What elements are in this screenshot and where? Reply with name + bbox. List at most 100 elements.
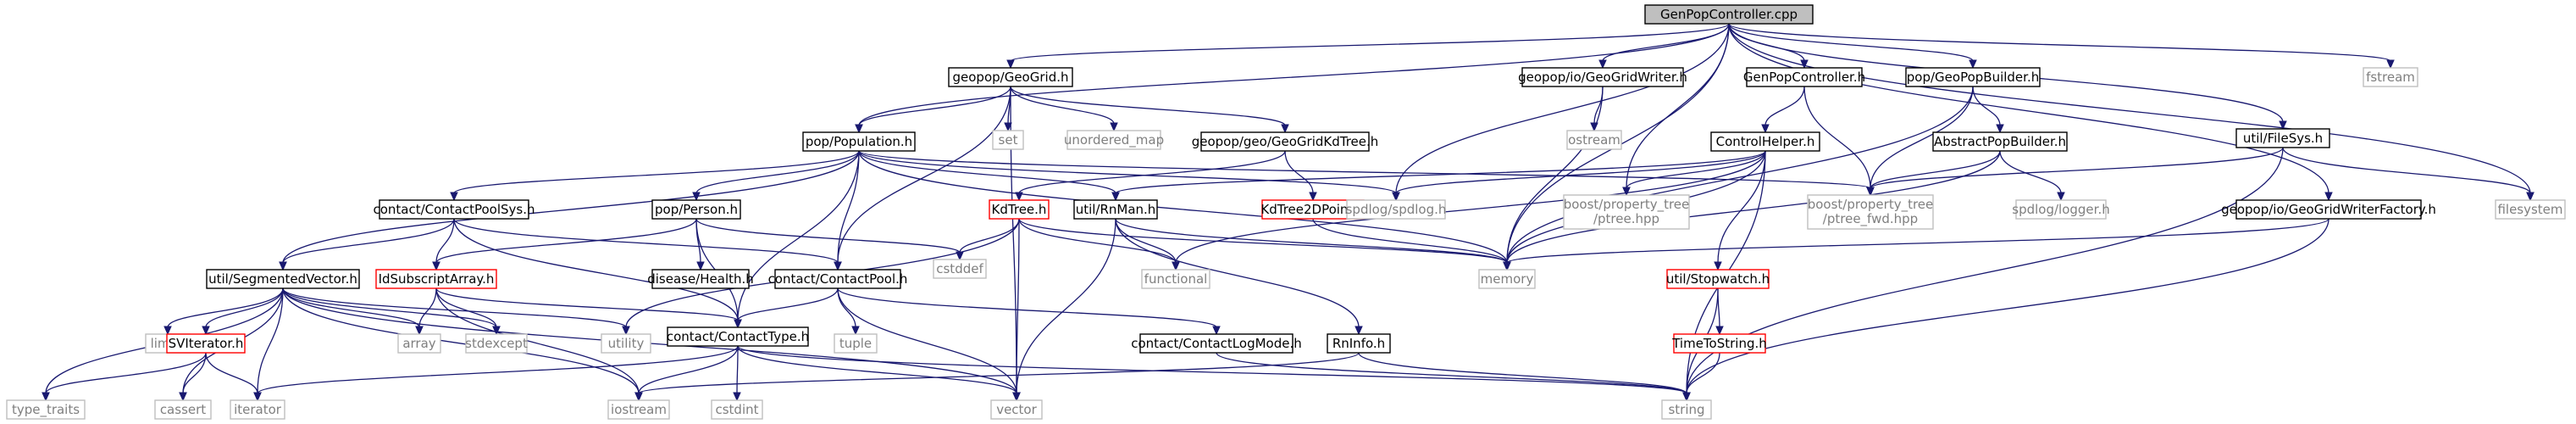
node-box [1478, 269, 1536, 289]
node-label: geopop/io/GeoGridWriter.h [1518, 70, 1687, 85]
edge-idsub-to-contacttype [435, 287, 742, 329]
edge-writerfactory-to-string [1682, 218, 2329, 402]
node-kdtree2d[interactable]: KdTree2DPoint.h [1260, 199, 1366, 220]
node-label: cstdint [715, 402, 758, 417]
node-box [1666, 269, 1770, 289]
edge-geogrid-to-contactpool [834, 86, 1011, 271]
node-ptree: boost/property_tree/ptree.hpp [1563, 194, 1690, 230]
edge-sviter-to-type_traits [42, 352, 207, 402]
node-box [379, 199, 529, 220]
node-population[interactable]: pop/Population.h [802, 131, 916, 152]
node-timetostr[interactable]: TimeToString.h [1671, 333, 1767, 354]
node-label: memory [1481, 271, 1534, 287]
node-box [1521, 67, 1684, 87]
node-label: geopop/geo/GeoGridKdTree.h [1192, 134, 1379, 149]
node-label: type_traits [12, 402, 80, 418]
node-box [711, 399, 763, 420]
node-box [1905, 67, 2041, 87]
edge-rnman-to-rninfo [1115, 218, 1363, 336]
node-set: set [992, 130, 1024, 150]
node-box [1661, 399, 1712, 420]
edge-geopopbuilder-to-memory [1503, 86, 1974, 271]
node-box [601, 333, 651, 354]
node-kdtree[interactable]: KdTree.h [989, 199, 1050, 220]
node-label: contact/ContactType.h [667, 329, 809, 344]
node-genpopctrl[interactable]: GenPopController.h [1743, 67, 1865, 87]
edge-controlhelper-to-rnman [1111, 150, 1766, 202]
node-label: geopop/GeoGrid.h [953, 70, 1069, 85]
node-abstractpop[interactable]: AbstractPopBuilder.h [1932, 131, 2068, 152]
node-gridwriter[interactable]: geopop/io/GeoGridWriter.h [1518, 67, 1687, 87]
edge-filesys-to-string [1682, 147, 2284, 402]
edge-population-to-spdlog [858, 150, 1400, 202]
node-string: string [1661, 399, 1712, 420]
node-rninfo[interactable]: RnInfo.h [1327, 333, 1391, 354]
node-label: contact/ContactPool.h [768, 271, 908, 287]
node-label: utility [608, 336, 645, 351]
node-controlhelper[interactable]: ControlHelper.h [1710, 131, 1820, 152]
node-label: util/FileSys.h [2243, 131, 2323, 146]
node-box [154, 399, 212, 420]
edge-rninfo-to-iostream [634, 352, 1360, 402]
edge-abstractpop-to-ptree_fwd [1866, 150, 2001, 197]
node-ptree_fwd: boost/property_tree/ptree_fwd.hpp [1807, 194, 1934, 230]
node-label: TimeToString.h [1671, 336, 1767, 351]
node-contactpool[interactable]: contact/ContactPool.h [768, 269, 908, 289]
edge-kdtree2d-to-memory [1312, 218, 1511, 271]
node-kdtreeh[interactable]: geopop/geo/GeoGridKdTree.h [1192, 131, 1379, 152]
edge-geogrid-to-unordered_map [1010, 86, 1118, 132]
edge-geogrid-to-population [855, 86, 1011, 134]
node-box [166, 333, 246, 354]
node-segvec[interactable]: util/SegmentedVector.h [206, 269, 360, 289]
node-geogrid[interactable]: geopop/GeoGrid.h [948, 67, 1073, 87]
node-label: string [1668, 402, 1704, 417]
node-label: fstream [2366, 70, 2415, 85]
edge-contactpool-to-tuple [837, 287, 860, 336]
node-sviter[interactable]: SVIterator.h [166, 333, 246, 354]
node-contacttype[interactable]: contact/ContactType.h [667, 326, 809, 347]
edge-root-to-gridwriter [1598, 23, 1730, 70]
node-writerfactory[interactable]: geopop/io/GeoGridWriterFactory.h [2221, 199, 2436, 220]
node-box [1566, 130, 1622, 150]
node-box [834, 333, 878, 354]
node-cstdint: cstdint [711, 399, 763, 420]
node-label: GenPopController.cpp [1660, 7, 1798, 22]
node-box [2015, 199, 2107, 220]
node-root[interactable]: GenPopController.cpp [1644, 4, 1814, 25]
node-box [1327, 333, 1391, 354]
node-box [375, 269, 497, 289]
edge-filesys-to-filesystem [2282, 147, 2534, 202]
node-box [1746, 67, 1863, 87]
node-logmode[interactable]: contact/ContactLogMode.h [1131, 333, 1302, 354]
edge-person-to-idsub [432, 218, 697, 271]
node-rnman[interactable]: util/RnMan.h [1073, 199, 1158, 220]
node-disease[interactable]: disease/Health.h [647, 269, 754, 289]
node-label: ControlHelper.h [1716, 134, 1815, 149]
node-person[interactable]: pop/Person.h [651, 199, 741, 220]
edge-contactpool-to-logmode [837, 287, 1221, 336]
node-label: geopop/io/GeoGridWriterFactory.h [2221, 202, 2436, 217]
edge-contacttype-to-cstdint [733, 345, 741, 402]
node-filesys[interactable]: util/FileSys.h [2235, 128, 2330, 148]
node-box [2235, 199, 2422, 220]
node-geopopbuilder[interactable]: pop/GeoPopBuilder.h [1905, 67, 2041, 87]
edge-population-to-person [692, 150, 860, 202]
edge-rninfo-to-string [1358, 352, 1691, 402]
node-stopwatch[interactable]: util/Stopwatch.h [1666, 269, 1770, 289]
edge-root-to-geopopbuilder [1728, 23, 1977, 70]
node-label: AbstractPopBuilder.h [1934, 134, 2066, 149]
node-label: ostream [1568, 132, 1620, 148]
edge-contactpoolsys-to-segvec [279, 218, 455, 271]
node-label: vector [996, 402, 1037, 417]
edge-root-to-geogrid [1006, 23, 1730, 70]
node-contactpoolsys[interactable]: contact/ContactPoolSys.h [373, 199, 535, 220]
node-idsub[interactable]: IdSubscriptArray.h [375, 269, 497, 289]
node-array: array [397, 333, 441, 354]
node-box [6, 399, 86, 420]
node-label: disease/Health.h [647, 271, 754, 287]
node-iostream: iostream [607, 399, 670, 420]
node-box [230, 399, 285, 420]
edge-contactpool-to-contacttype [734, 287, 839, 329]
node-box [2235, 128, 2330, 148]
